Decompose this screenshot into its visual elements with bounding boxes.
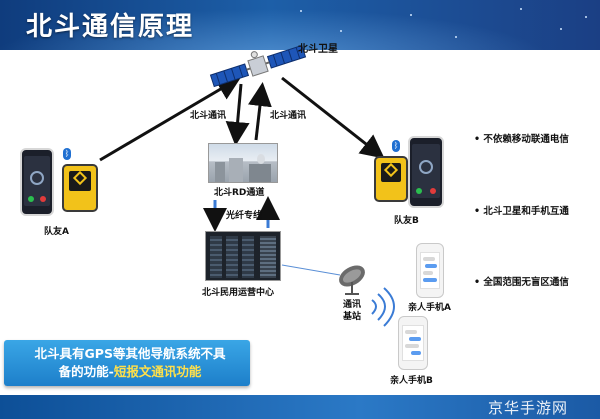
bluetooth-icon: ᛒ	[392, 140, 400, 152]
beidou-terminal-teammate-a	[62, 164, 98, 212]
relative-a-label: 亲人手机A	[408, 303, 451, 313]
watermark: 京华手游网	[488, 399, 569, 417]
call-icon	[416, 188, 422, 194]
feature-item: • 北斗卫星和手机互通	[474, 206, 569, 217]
hangup-icon	[430, 188, 436, 194]
relative-b-label: 亲人手机B	[390, 376, 433, 386]
ops-center-photo	[205, 231, 281, 281]
header-sheen	[0, 0, 600, 50]
base-station-label: 基站	[343, 312, 362, 322]
relative-phone-a	[416, 243, 444, 298]
fiber-label: 光纤专线	[226, 211, 263, 221]
satellite-label: 北斗卫星	[298, 44, 338, 55]
left-link-label: 北斗通讯	[190, 111, 227, 121]
star-decoration	[520, 8, 522, 10]
beidou-logo-icon	[72, 170, 88, 186]
base-station-label: 通讯	[343, 300, 362, 310]
feature-item: • 不依赖移动联通电信	[474, 134, 569, 145]
wave-signal	[371, 299, 377, 315]
banner-line-1: 北斗具有GPS等其他导航系统不具	[34, 346, 226, 361]
teammate-b-label: 队友B	[394, 216, 419, 226]
android-phone-teammate-a	[20, 148, 54, 216]
ops-center-label: 北斗民用运营中心	[202, 288, 275, 298]
relative-phone-b	[398, 316, 428, 370]
bluetooth-icon: ᛒ	[63, 148, 71, 160]
arrow-satellite-to-rd	[225, 83, 250, 146]
star-decoration	[300, 10, 302, 12]
banner-line-2-prefix: 备的功能-	[58, 364, 114, 379]
beidou-logo-icon	[383, 162, 399, 177]
header-banner: 北斗通信原理	[0, 0, 600, 50]
rd-channel-label: 北斗RD通道	[214, 188, 265, 198]
page-title: 北斗通信原理	[26, 12, 195, 42]
arrow-satellite-to-teammate-b	[281, 76, 385, 159]
wave-signal	[383, 287, 395, 327]
banner-highlight: 短报文通讯功能	[113, 364, 202, 379]
rd-channel-photo	[208, 143, 278, 183]
star-decoration	[455, 36, 457, 38]
star-decoration	[340, 30, 342, 32]
hangup-icon	[40, 196, 46, 202]
wave-signal	[377, 293, 386, 321]
arrow-teammate-a-to-satellite	[99, 76, 242, 162]
arrow-rd-to-satellite	[248, 82, 272, 141]
info-banner: 北斗具有GPS等其他导航系统不具 备的功能-短报文通讯功能	[4, 340, 250, 386]
right-link-label: 北斗通讯	[270, 111, 307, 121]
feature-item: • 全国范围无盲区通信	[474, 277, 569, 288]
banner-text: 北斗具有GPS等其他导航系统不具 备的功能-短报文通讯功能	[12, 345, 248, 381]
teammate-a-label: 队友A	[44, 227, 69, 237]
satellite-icon	[209, 44, 307, 88]
banner-line-2: 备的功能-短报文通讯功能	[12, 363, 248, 381]
call-icon	[28, 196, 34, 202]
footer-strip	[0, 395, 600, 419]
line-ops-to-base	[281, 264, 341, 276]
star-decoration	[410, 14, 412, 16]
dish-antenna-icon	[339, 265, 365, 295]
star-decoration	[585, 16, 587, 18]
star-decoration	[560, 28, 562, 30]
android-phone-teammate-b	[408, 136, 444, 208]
beidou-terminal-teammate-b	[374, 156, 408, 202]
